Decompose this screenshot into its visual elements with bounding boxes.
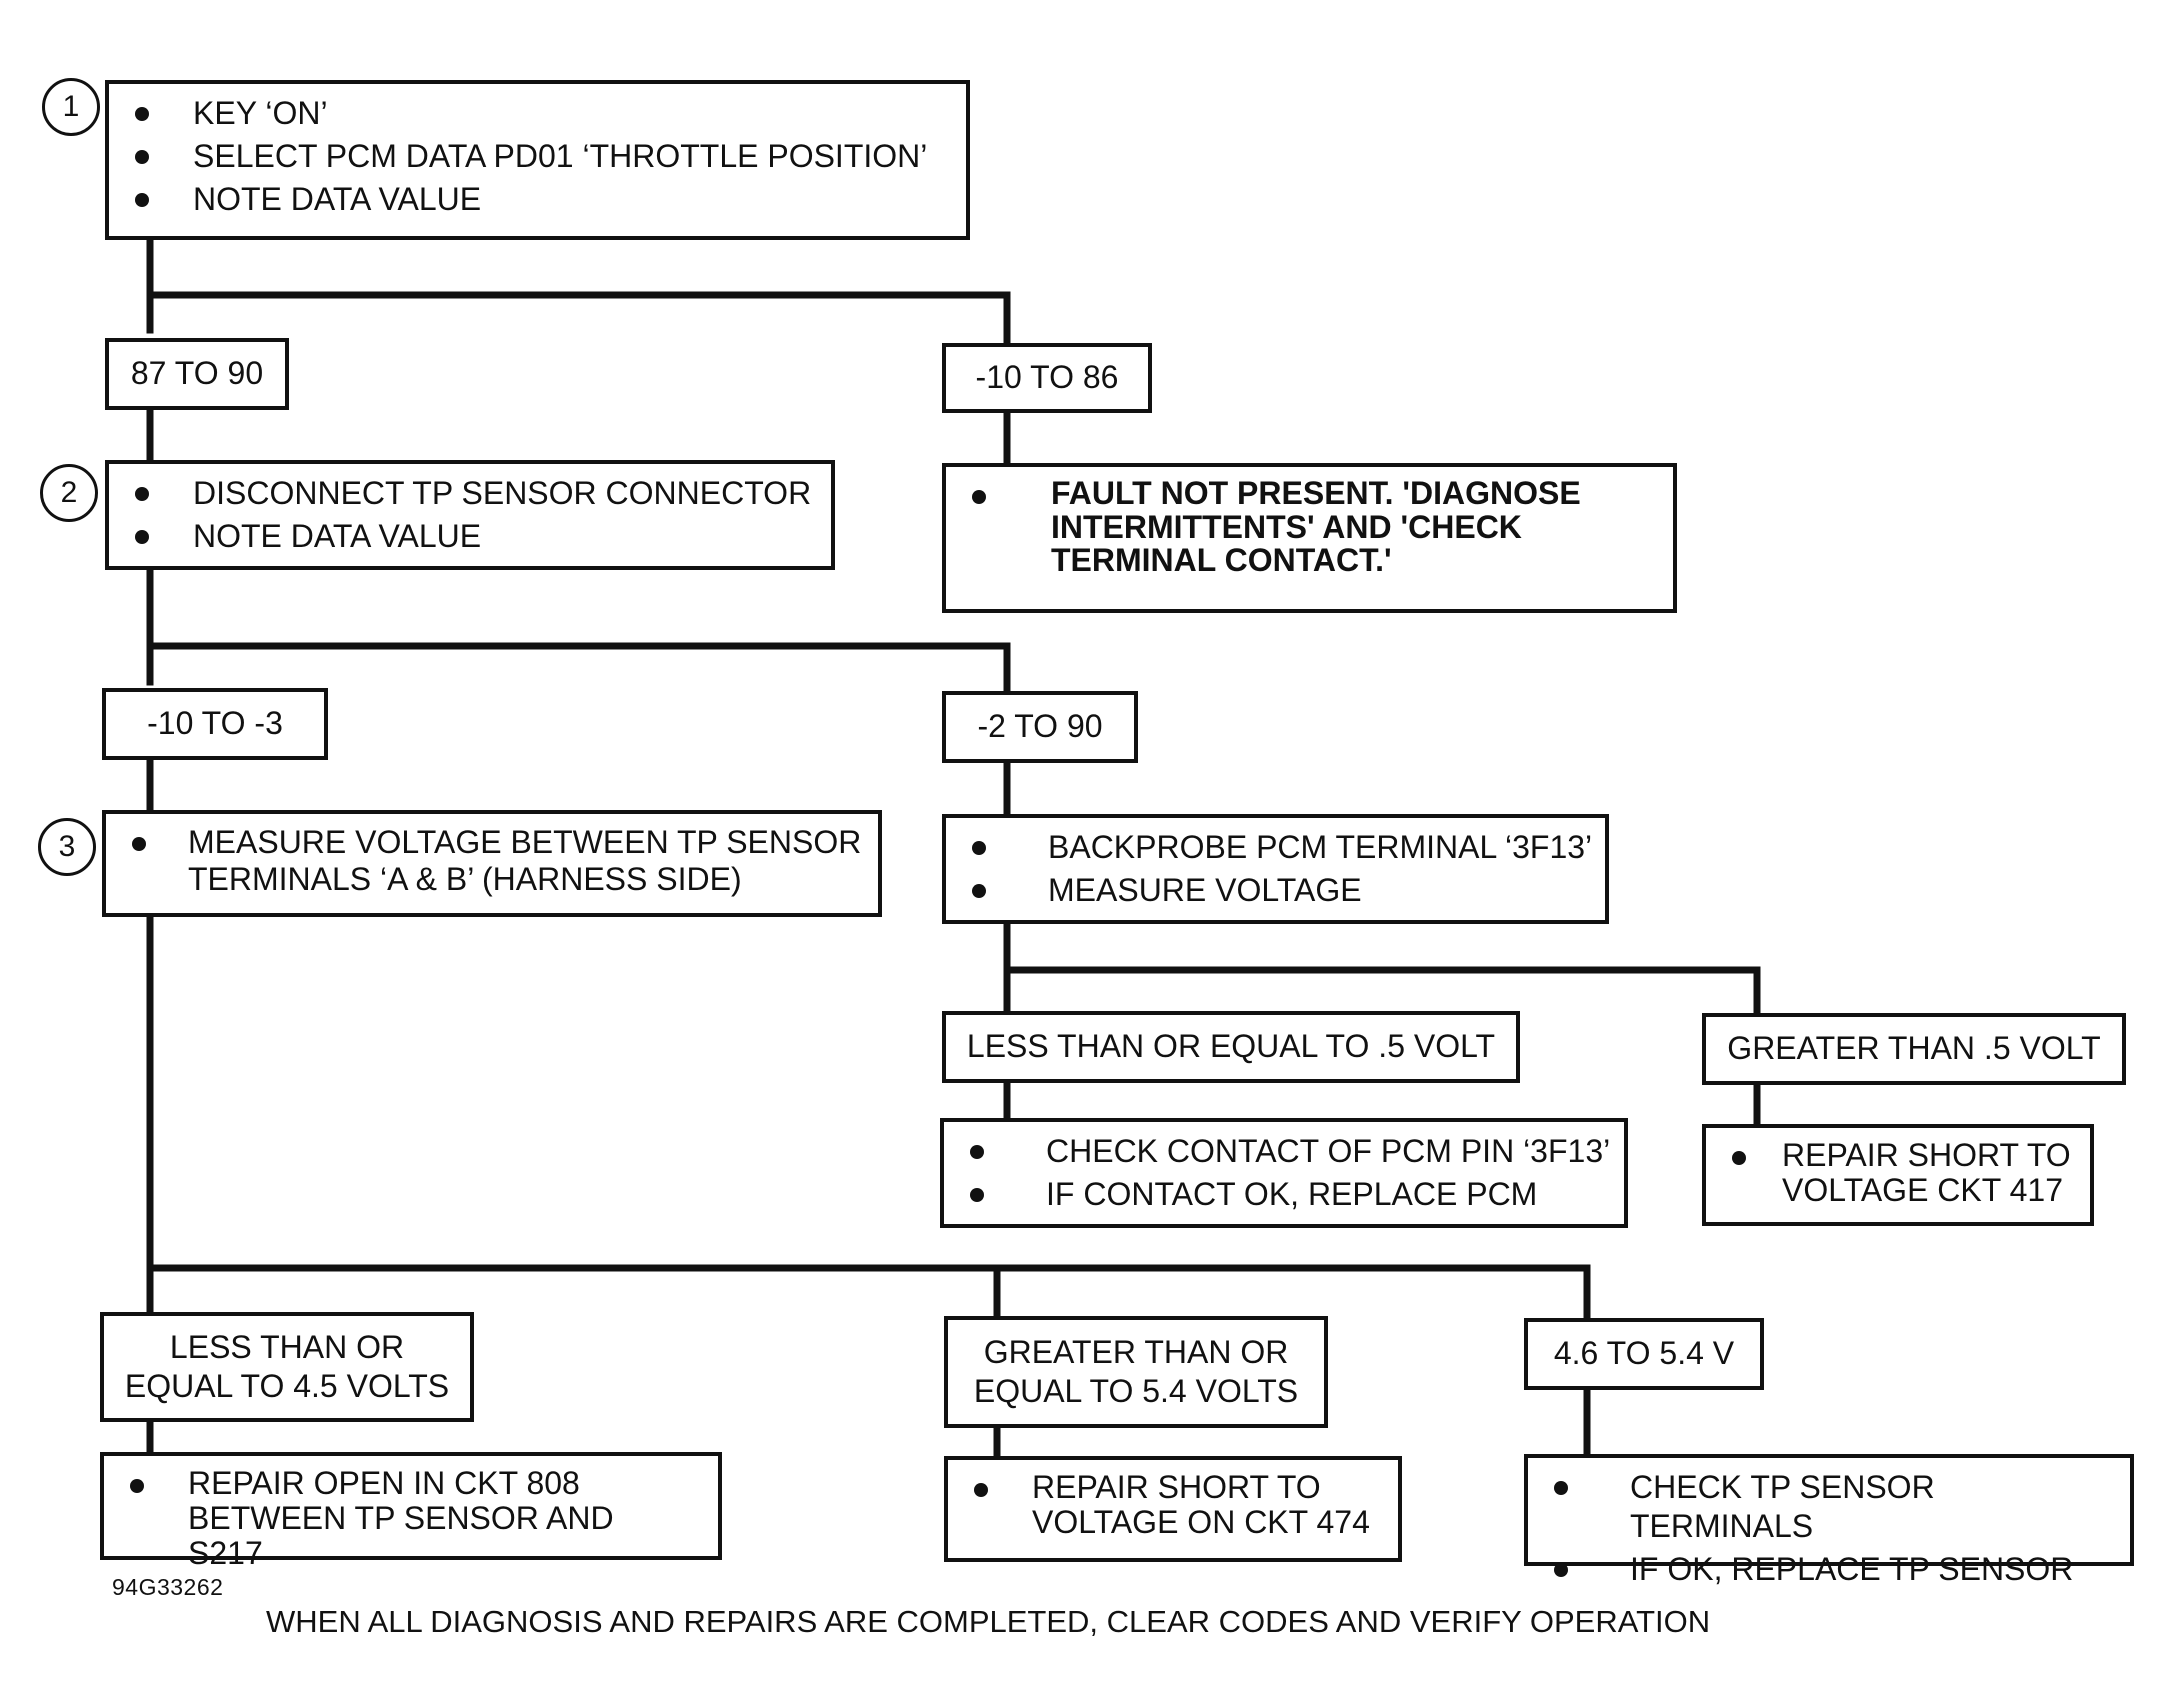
repair-short-474-box: REPAIR SHORT TO VOLTAGE ON CKT 474 [944,1456,1402,1562]
range-4-6-to-5-4-label: 4.6 TO 5.4 V [1553,1335,1735,1372]
le-4-5-volts-line: EQUAL TO 4.5 VOLTS [124,1368,450,1404]
step2-line: NOTE DATA VALUE [129,517,819,556]
connector-backprobe-branch [1003,966,1761,1019]
check-terminals-line: CHECK TP SENSOR TERMINALS [1548,1468,2118,1546]
range-87-to-90-label: 87 TO 90 [130,355,264,392]
range-m10-to-86-box: -10 TO 86 [942,343,1152,413]
range-4-6-to-5-4-box: 4.6 TO 5.4 V [1524,1318,1764,1390]
repair-open-808-text: REPAIR OPEN IN CKT 808 BETWEEN TP SENSOR… [124,1465,688,1572]
step1-line: KEY ‘ON’ [129,94,954,133]
backprobe-line: BACKPROBE PCM TERMINAL ‘3F13’ [966,828,1593,867]
range-m10-to-86-label: -10 TO 86 [975,359,1119,396]
footer-note: WHEN ALL DIAGNOSIS AND REPAIRS ARE COMPL… [266,1604,1711,1639]
ge-5-4-volts-line: GREATER THAN OR [983,1333,1289,1370]
figure-reference: 94G33262 [112,1574,224,1600]
step1-line: NOTE DATA VALUE [129,180,954,219]
repair-open-808-box: REPAIR OPEN IN CKT 808 BETWEEN TP SENSOR… [100,1452,722,1571]
range-m10-to-m3-label: -10 TO -3 [147,705,283,742]
check-contact-box: CHECK CONTACT OF PCM PIN ‘3F13’ IF CONTA… [940,1118,1628,1228]
step2-line: DISCONNECT TP SENSOR CONNECTOR [129,474,819,513]
fault-not-present-box: FAULT NOT PRESENT. 'DIAGNOSE INTERMITTEN… [942,463,1677,613]
check-contact-line: IF CONTACT OK, REPLACE PCM [964,1175,1612,1214]
step-number-3: 3 [38,818,96,876]
step3-text: MEASURE VOLTAGE BETWEEN TP SENSOR TERMIN… [126,824,866,898]
backprobe-box: BACKPROBE PCM TERMINAL ‘3F13’ MEASURE VO… [942,814,1609,924]
check-terminals-line: IF OK, REPLACE TP SENSOR [1548,1550,2118,1589]
step1-line: SELECT PCM DATA PD01 ‘THROTTLE POSITION’ [129,137,954,176]
backprobe-line: MEASURE VOLTAGE [966,871,1593,910]
range-m10-to-m3-box: -10 TO -3 [102,688,328,760]
fault-not-present-text: FAULT NOT PRESENT. 'DIAGNOSE INTERMITTEN… [966,476,1633,578]
le-4-5-volts-line: LESS THAN OR [169,1328,405,1365]
check-contact-line: CHECK CONTACT OF PCM PIN ‘3F13’ [964,1132,1612,1171]
repair-short-417-box: REPAIR SHORT TO VOLTAGE CKT 417 [1702,1124,2094,1226]
step-number-1: 1 [42,78,100,136]
ge-5-4-volts-line: EQUAL TO 5.4 VOLTS [973,1373,1299,1409]
gt-half-volt-label: GREATER THAN .5 VOLT [1727,1030,2101,1067]
le-half-volt-box: LESS THAN OR EQUAL TO .5 VOLT [942,1011,1520,1083]
le-half-volt-label: LESS THAN OR EQUAL TO .5 VOLT [966,1028,1496,1065]
connector-step3-branch [146,1264,1591,1322]
range-87-to-90-box: 87 TO 90 [105,338,289,410]
range-m2-to-90-box: -2 TO 90 [942,691,1138,763]
ge-5-4-volts-box: GREATER THAN OR EQUAL TO 5.4 VOLTS [944,1316,1328,1428]
step1-box: KEY ‘ON’ SELECT PCM DATA PD01 ‘THROTTLE … [105,80,970,240]
le-4-5-volts-box: LESS THAN OR EQUAL TO 4.5 VOLTS [100,1312,474,1422]
gt-half-volt-box: GREATER THAN .5 VOLT [1702,1013,2126,1085]
repair-short-417-text: REPAIR SHORT TO VOLTAGE CKT 417 [1726,1137,2072,1208]
step3-box: MEASURE VOLTAGE BETWEEN TP SENSOR TERMIN… [102,810,882,917]
range-m2-to-90-label: -2 TO 90 [977,708,1103,745]
check-terminals-box: CHECK TP SENSOR TERMINALS IF OK, REPLACE… [1524,1454,2134,1587]
connector-step2-branch [146,642,1011,696]
repair-short-474-text: REPAIR SHORT TO VOLTAGE ON CKT 474 [968,1469,1382,1540]
step2-box: DISCONNECT TP SENSOR CONNECTOR NOTE DATA… [105,460,835,570]
step-number-2: 2 [40,464,98,522]
